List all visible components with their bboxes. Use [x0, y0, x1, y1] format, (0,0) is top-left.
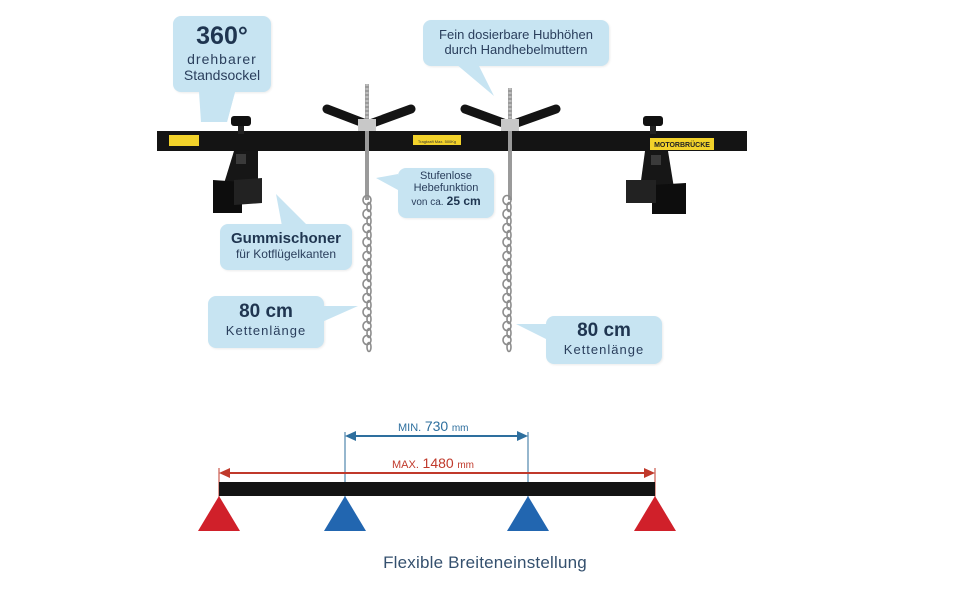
capacity-plate-text: Tragkraft Max. 500Kg — [418, 139, 456, 144]
right-stand-foot — [626, 151, 686, 214]
chain-right-label: Kettenlänge — [563, 342, 645, 357]
chain-left-callout-tail — [322, 306, 358, 322]
min-prefix: MIN. — [398, 422, 422, 434]
outer-support-left — [198, 496, 240, 531]
caption: Flexible Breiteneinstellung — [383, 553, 587, 572]
max-prefix: MAX. — [392, 459, 419, 471]
left-lift-spindle — [322, 84, 416, 200]
chain-link — [506, 313, 512, 325]
chain-link — [366, 285, 372, 297]
chain-link — [506, 201, 512, 213]
rubber-callout-tail — [276, 194, 308, 226]
rotation-line2: Standsockel — [183, 67, 261, 83]
min-arrow-right — [517, 431, 528, 441]
chain-link — [366, 341, 372, 353]
chain-link — [506, 215, 512, 227]
inner-support-right — [507, 496, 549, 531]
inner-support-left — [324, 496, 366, 531]
height-callout-tail — [456, 64, 494, 96]
chain-link — [366, 257, 372, 269]
rubber-title: Gummischoner — [230, 230, 342, 247]
min-arrow-left — [345, 431, 356, 441]
chain-right-value: 80 cm — [577, 320, 631, 341]
max-value: 1480 — [422, 455, 454, 471]
stepless-prefix: von ca. — [411, 197, 444, 208]
brand-plate-text: MOTORBRÜCKE — [654, 140, 710, 149]
diagram-beam — [219, 482, 655, 496]
rotation-callout: 360° drehbarer Standsockel — [173, 16, 271, 122]
stepless-callout: Stufenlose Hebefunktion von ca. 25 cm — [398, 168, 494, 218]
right-lift-spindle — [460, 88, 561, 200]
chain-link — [506, 327, 512, 339]
capacity-plate — [413, 135, 461, 145]
chain-link — [506, 243, 512, 255]
rubber-callout: Gummischoner für Kotflügelkanten — [220, 224, 352, 270]
chain-link — [506, 257, 512, 269]
chain-link — [506, 229, 512, 241]
left-stand-foot — [213, 151, 262, 213]
max-unit: mm — [457, 460, 474, 471]
outer-support-right — [634, 496, 676, 531]
height-line2: durch Handhebelmuttern — [444, 42, 588, 57]
chain-right-callout: 80 cm Kettenlänge — [546, 316, 662, 364]
max-arrow-right — [644, 468, 655, 478]
max-arrow-left — [219, 468, 230, 478]
right-knob-stem — [650, 124, 656, 134]
warning-plate-left — [169, 135, 199, 146]
stepless-line1: Stufenlose — [420, 170, 472, 182]
chain-left-label: Kettenlänge — [225, 323, 307, 338]
stepless-value: 25 cm — [446, 194, 481, 208]
min-value: 730 — [424, 418, 449, 434]
brand-plate — [650, 138, 714, 150]
chain-link — [366, 327, 372, 339]
min-dimension-label: MIN. 730 mm — [398, 418, 469, 434]
chain-link — [506, 271, 512, 283]
chain-link — [506, 299, 512, 311]
chain-link — [506, 285, 512, 297]
left-chain — [362, 194, 372, 353]
chain-right-callout-tail — [516, 324, 548, 340]
right-knob — [643, 116, 663, 126]
rotation-callout-tail — [198, 88, 222, 114]
stepless-line2: Hebefunktion — [413, 182, 479, 194]
chain-left-value: 80 cm — [239, 301, 293, 322]
rotation-line1: drehbarer — [187, 51, 257, 67]
chain-link — [366, 313, 372, 325]
chain-left-callout: 80 cm Kettenlänge — [208, 296, 324, 348]
chain-link — [366, 215, 372, 227]
min-unit: mm — [451, 423, 469, 434]
height-line1: Fein dosierbare Hubhöhen — [439, 27, 593, 42]
right-chain — [502, 194, 512, 353]
chain-link — [366, 271, 372, 283]
stepless-callout-tail — [376, 174, 398, 190]
rubber-sub: für Kotflügelkanten — [235, 247, 337, 261]
left-knob-stem — [238, 124, 244, 134]
chain-link — [366, 201, 372, 213]
rotation-degrees: 360° — [196, 22, 248, 50]
max-dimension-label: MAX. 1480 mm — [392, 455, 474, 471]
left-knob — [231, 116, 251, 126]
chain-link — [366, 299, 372, 311]
chain-link — [366, 229, 372, 241]
height-callout: Fein dosierbare Hubhöhen durch Handhebel… — [423, 20, 609, 66]
chain-link — [366, 243, 372, 255]
chain-link — [506, 341, 512, 353]
